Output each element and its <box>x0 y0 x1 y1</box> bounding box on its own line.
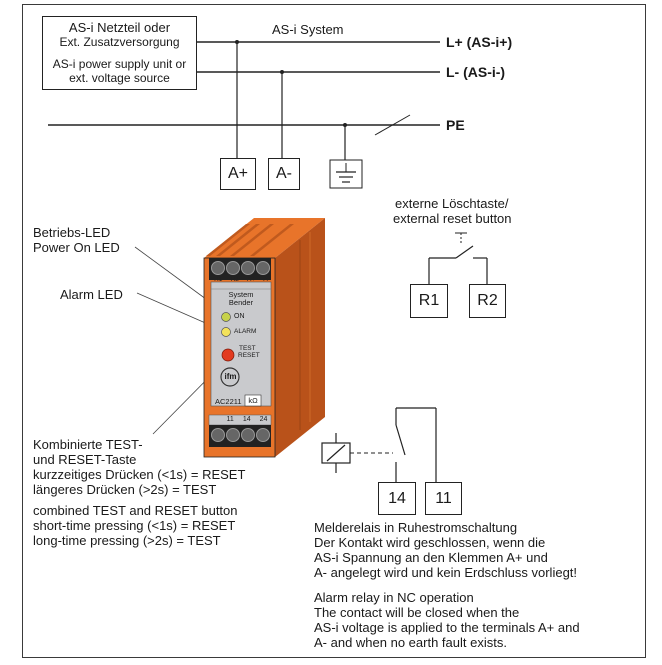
terminal-a-minus: A- <box>268 158 300 190</box>
callout-power-led-de: Betriebs-LED <box>33 225 111 240</box>
reset-switch-blade <box>455 245 474 259</box>
terminal-11: 11 <box>425 482 462 515</box>
device-btn-label-2: RESET <box>238 352 260 359</box>
device-unit: kΩ <box>248 396 258 405</box>
device-led-on-label: ON <box>234 313 245 320</box>
reset-button-label-en: external reset button <box>393 211 512 226</box>
diagram-frame <box>22 4 646 658</box>
device-top <box>204 218 325 258</box>
terminal-a-plus: A+ <box>220 158 256 190</box>
test-reset-button <box>221 348 235 362</box>
relay-description-de: Melderelais in Ruhestromschaltung Der Ko… <box>314 520 578 580</box>
device-led-alarm-label: ALARM <box>234 328 257 335</box>
psu-label-de-1: AS-i Netzteil oder <box>68 20 171 35</box>
device-btn-label-1: TEST <box>239 345 256 352</box>
led-alarm <box>221 327 231 337</box>
terminal-14: 14 <box>378 482 416 515</box>
unit-box <box>244 394 262 407</box>
callout-power-led-en: Power On LED <box>33 240 120 255</box>
psu-label-en-2: ext. voltage source <box>69 71 170 85</box>
ac2211-device <box>203 218 325 458</box>
relay-contact-blade <box>395 424 406 456</box>
pe-label: PE <box>446 117 465 133</box>
l-plus-label: L+ (AS-i+) <box>446 34 513 50</box>
device-logo: ifm <box>224 372 237 381</box>
psu-label-de-2: Ext. Zusatzversorgung <box>59 35 180 49</box>
button-description-en: combined TEST and RESET button short-tim… <box>33 503 238 548</box>
button-description-de: Kombinierte TEST- und RESET-Taste kurzze… <box>33 437 246 497</box>
psu-label-en-1: AS-i power supply unit or <box>52 57 187 71</box>
device-model: AC2211 <box>215 397 242 406</box>
callout-alarm-led: Alarm LED <box>60 287 123 302</box>
device-brand-1: System <box>228 290 254 299</box>
led-on <box>221 312 231 322</box>
reset-button-label-de: externe Löschtaste/ <box>395 196 509 211</box>
system-label: AS-i System <box>272 22 344 37</box>
terminal-r2: R2 <box>469 284 506 318</box>
terminal-r1: R1 <box>410 284 448 318</box>
relay-description-en: Alarm relay in NC operation The contact … <box>314 590 580 650</box>
ifm-logo-ring <box>220 367 240 387</box>
pe-slash <box>374 114 411 136</box>
device-face <box>210 281 272 407</box>
power-supply-box: AS-i Netzteil oder Ext. Zusatzversorgung… <box>42 16 197 90</box>
device-brand-2: Bender <box>228 298 254 307</box>
l-minus-label: L- (AS-i-) <box>446 64 506 80</box>
